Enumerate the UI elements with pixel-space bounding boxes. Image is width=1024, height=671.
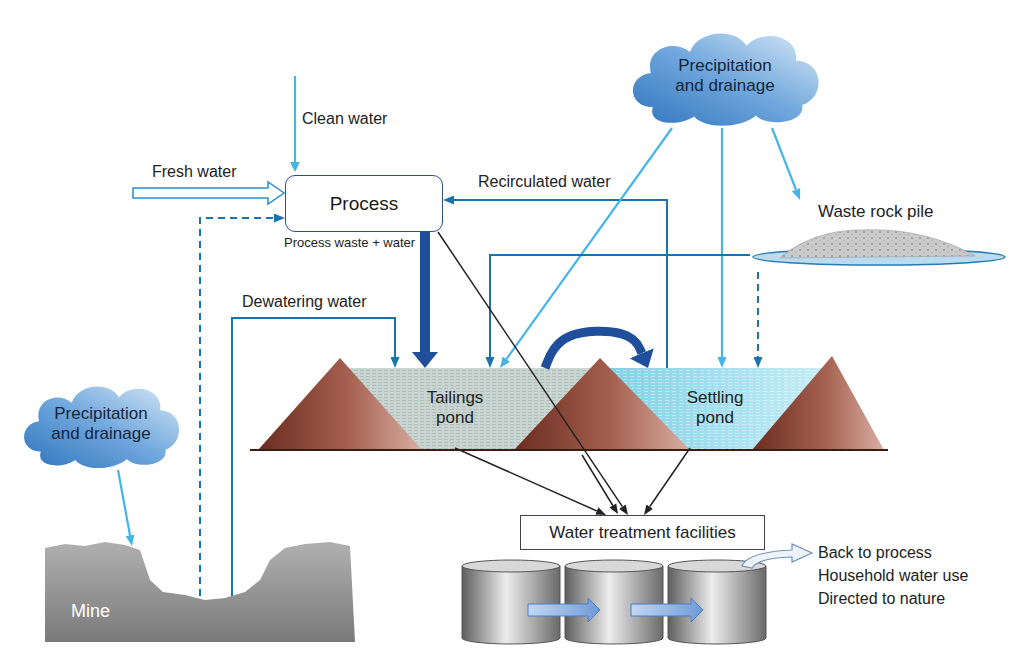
flow-connector — [545, 331, 642, 368]
flow-connector — [420, 232, 430, 352]
ground-line — [250, 449, 888, 451]
arrow-head — [290, 162, 300, 172]
flow-connector — [118, 470, 130, 535]
tank-edge — [663, 566, 664, 638]
tank-edge — [462, 566, 463, 638]
node-text: Settling pond — [675, 388, 755, 427]
arrow-head — [609, 503, 618, 514]
node-text: Waste rock pile — [818, 202, 934, 222]
tank-edge — [560, 566, 561, 638]
tank-top — [565, 560, 663, 572]
flow-label: Fresh water — [152, 163, 236, 181]
flow-label: Process waste + water — [282, 236, 417, 251]
node-text: Process — [330, 193, 399, 215]
cloud-outline — [633, 34, 819, 126]
tank-edge — [766, 566, 767, 638]
dam — [258, 358, 422, 450]
mine-shape — [45, 540, 355, 642]
rock-mound — [780, 230, 975, 258]
flow-connector — [200, 218, 274, 596]
outlet-label: Household water use — [818, 567, 968, 585]
precipitation-cloud: Precipitation and drainage — [622, 24, 828, 128]
flow-connector — [721, 128, 723, 357]
node-text: Precipitation and drainage — [665, 56, 785, 95]
outlet-label: Back to process — [818, 544, 932, 562]
node-text: Water treatment facilities — [549, 523, 735, 543]
process-box: Process — [285, 175, 443, 232]
settling-pond: Settling pond — [630, 368, 800, 448]
tank-edge — [565, 566, 566, 638]
waste-rock-pile: Waste rock pile — [750, 200, 1008, 272]
tank — [462, 566, 560, 638]
node-text: Precipitation and drainage — [41, 404, 161, 443]
tank-edge — [668, 566, 669, 638]
flow-connector — [757, 272, 759, 357]
tank — [565, 566, 663, 638]
treatment-tanks — [462, 544, 812, 644]
flow-connector — [490, 255, 750, 357]
flow-label: Clean water — [302, 110, 387, 128]
flow-arrow — [631, 598, 703, 622]
cloud-outline — [24, 386, 179, 468]
flow-arrow — [528, 598, 600, 622]
node-text: Tailings pond — [415, 388, 495, 427]
flow-connector — [650, 448, 690, 507]
tank-top — [462, 560, 560, 572]
flow-connector — [506, 128, 672, 359]
inflow-arrow — [133, 182, 284, 204]
precipitation-cloud: Precipitation and drainage — [15, 378, 187, 470]
mine-outline — [45, 542, 355, 642]
tank — [668, 566, 766, 638]
flow-label: Recirculated water — [476, 173, 613, 191]
seepage-arrow — [582, 455, 613, 506]
inflow-arrow — [294, 76, 296, 162]
mine-pit: Mine — [45, 540, 355, 642]
tailings-pond: Tailings pond — [350, 368, 560, 448]
dam — [752, 356, 884, 450]
node-text: Mine — [71, 601, 110, 622]
treatment-box: Water treatment facilities — [520, 515, 765, 550]
outlet-label: Directed to nature — [818, 590, 945, 608]
flow-connector — [455, 448, 597, 511]
flow-connector — [772, 128, 796, 190]
dam — [514, 358, 690, 450]
flow-label: Dewatering water — [240, 293, 369, 311]
flow-connector — [438, 232, 622, 507]
